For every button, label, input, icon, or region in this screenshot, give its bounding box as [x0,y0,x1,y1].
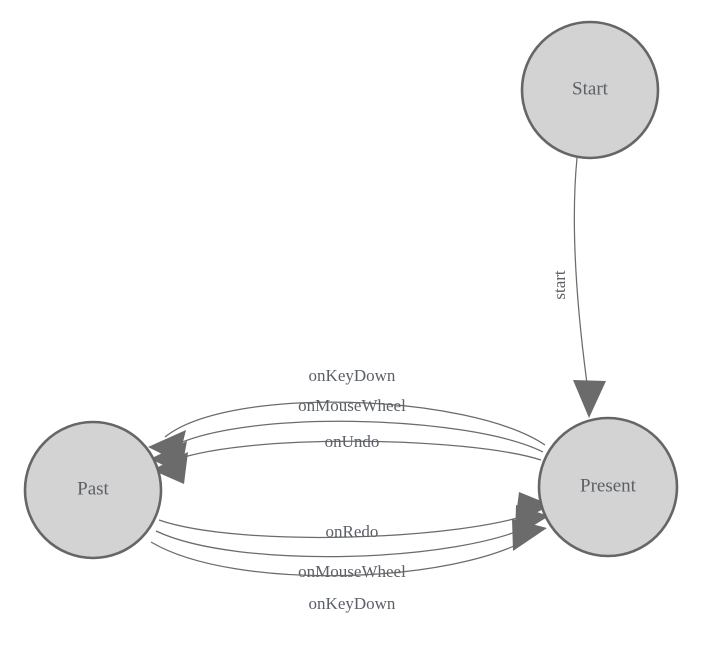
edge-onredo-path [158,511,537,539]
edge-onmousewheel-1-label: onMouseWheel [298,396,406,415]
node-present[interactable]: Present [537,416,679,558]
edge-onredo-label: onRedo [326,522,379,541]
edge-onmousewheel-1-path [165,420,544,453]
edge-start[interactable]: start [550,157,606,418]
edge-onundo-present-past[interactable]: onUndo [152,432,542,484]
edge-onredo-past-present[interactable]: onRedo [158,492,551,541]
edge-onkeydown-2-path [150,536,532,577]
node-start-circle [520,20,660,160]
edge-start-arrowhead [573,380,606,418]
edge-onundo-label: onUndo [325,432,380,451]
edge-onmousewheel-2-label: onMouseWheel [298,562,406,581]
edge-onmousewheel-2-path [155,523,535,558]
node-start-label: Start [572,78,609,99]
node-past[interactable]: Past [23,420,163,560]
node-present-circle [537,416,679,558]
node-past-circle [23,420,163,560]
edge-start-path [573,157,590,399]
edge-onkeydown-1-path [164,401,546,446]
edge-onkeydown-1-label: onKeyDown [309,366,396,385]
node-present-label: Present [580,475,637,496]
edge-onundo-arrowhead [152,452,188,484]
node-start[interactable]: Start [520,20,660,160]
edge-onundo-path [166,440,542,464]
edge-onkeydown-2-label: onKeyDown [309,594,396,613]
node-past-label: Past [77,478,109,499]
edge-onkeydown-past-present[interactable]: onKeyDown [150,519,547,613]
edge-onkeydown-2-arrowhead [512,519,547,551]
edge-onmousewheel-past-present[interactable]: onMouseWheel [155,505,549,581]
edge-start-label: start [550,270,569,300]
